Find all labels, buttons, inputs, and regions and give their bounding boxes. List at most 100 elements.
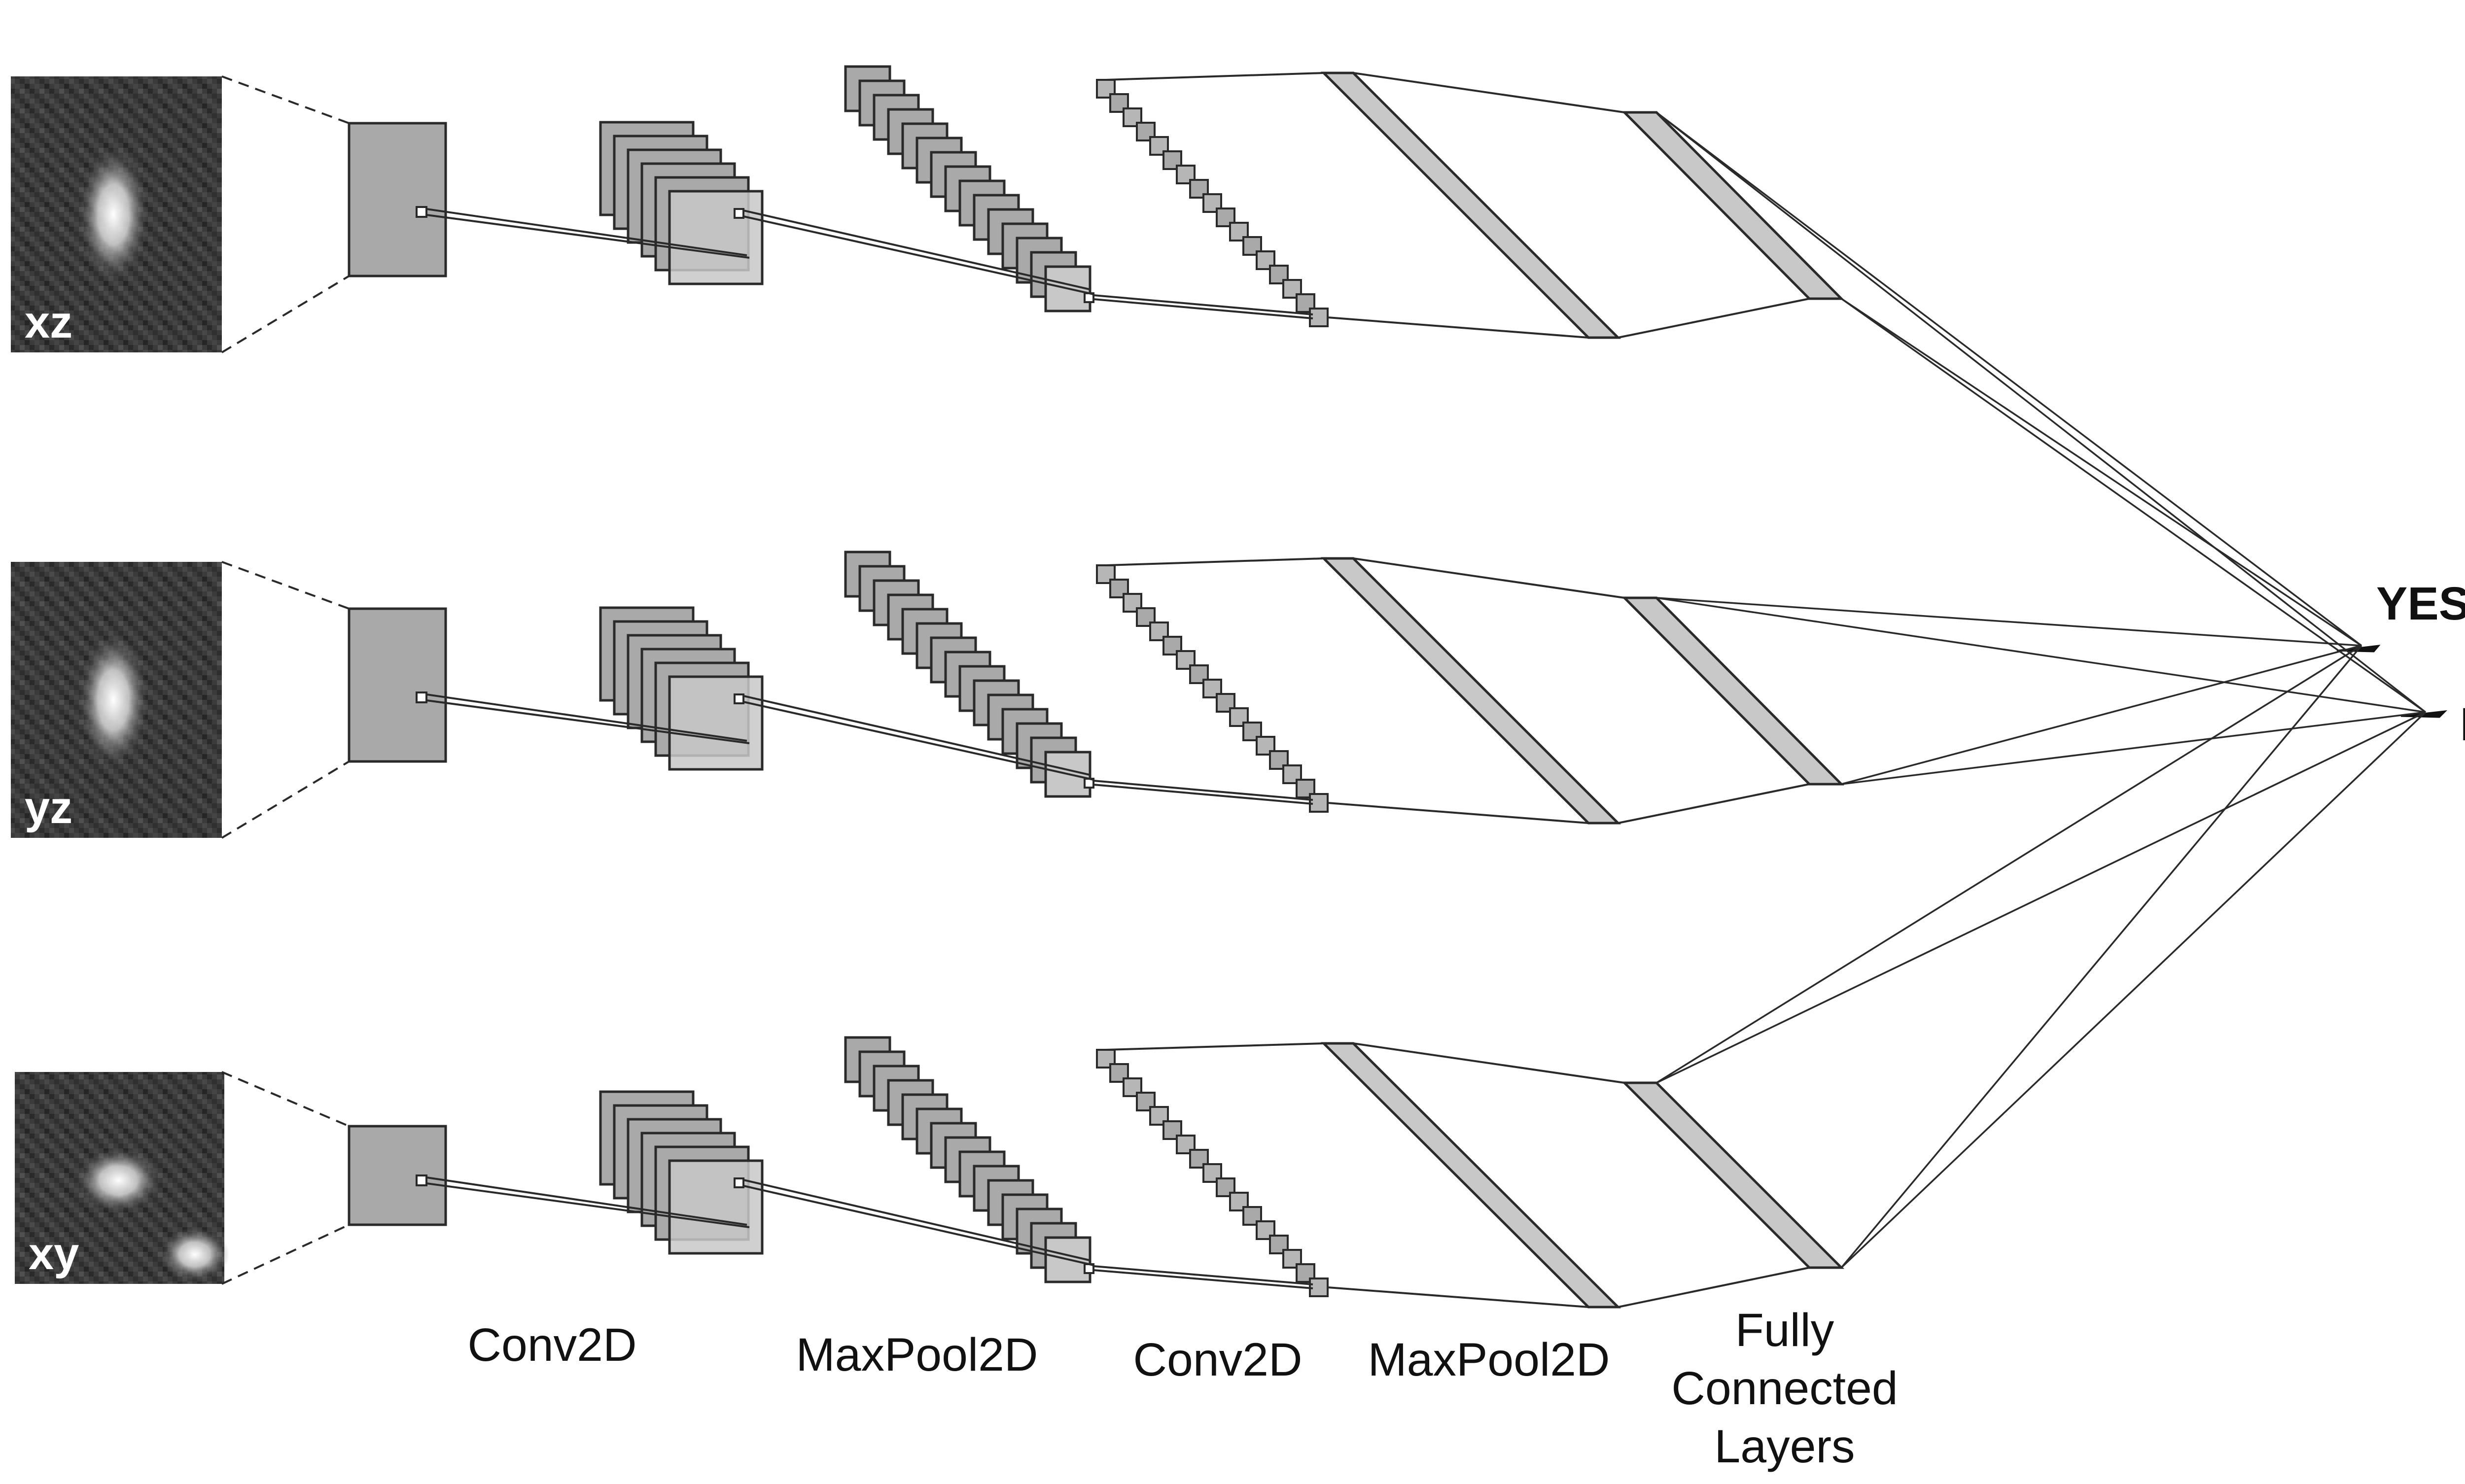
receptive-line [1093, 780, 1313, 801]
receptive-line [1093, 1269, 1313, 1289]
conv2-feature-map [1149, 1106, 1169, 1126]
receptive-line [426, 214, 750, 259]
plane-label-xz: xz [25, 297, 72, 347]
particle-blob [160, 1227, 229, 1281]
receptive-line [1093, 1265, 1313, 1285]
connection-line [1353, 1042, 1625, 1084]
conv2-feature-map [1162, 1120, 1182, 1140]
label-fc-line-2: Connected [1671, 1362, 1898, 1415]
conv1-feature-map [668, 675, 764, 771]
connection-line [1105, 1042, 1324, 1051]
conv2-feature-map [1229, 222, 1249, 242]
kernel-window [416, 1174, 427, 1186]
receptive-line [743, 695, 1090, 776]
label-maxpool2d-2: MaxPool2D [1368, 1334, 1610, 1386]
pool2-output [1320, 557, 1621, 825]
connection-line [1105, 557, 1324, 566]
pool2-output [1320, 71, 1621, 339]
conv1-kernel [734, 208, 744, 219]
receptive-line [426, 208, 747, 256]
conv2-feature-map [1176, 1135, 1196, 1154]
fc-to-output-line [1655, 111, 2362, 647]
conv2-feature-map [1256, 1220, 1275, 1240]
kernel-window [416, 691, 427, 703]
connection-line [1327, 316, 1589, 339]
conv1-feature-map [668, 1159, 764, 1255]
connection-line [1353, 72, 1625, 113]
connection-line [1618, 1267, 1810, 1308]
kernel-window [416, 206, 427, 218]
label-conv2d-2: Conv2D [1133, 1334, 1303, 1386]
receptive-line [1093, 298, 1313, 319]
receptive-line [426, 1182, 750, 1228]
conv2-feature-map [1242, 1206, 1262, 1226]
conv2-feature-map [1109, 579, 1129, 598]
connection-line [1105, 72, 1324, 81]
zoom-line-bottom [221, 275, 350, 353]
receptive-line [426, 699, 750, 744]
receptive-line [743, 215, 1094, 295]
conv2-feature-map [1269, 1235, 1289, 1254]
receptive-line [1093, 784, 1313, 805]
plane-label-xy: xy [29, 1229, 79, 1279]
fc-layer [1621, 596, 1845, 786]
fc-to-output-line [1656, 711, 2426, 1084]
label-fully-connected: Fully Connected Layers [1647, 1301, 1923, 1476]
label-fc-line-3: Layers [1714, 1420, 1855, 1473]
fc-to-output-line [1841, 645, 2362, 785]
fc-to-output-line [1656, 645, 2362, 1084]
conv2-feature-map [1109, 93, 1129, 113]
zoom-line-top [221, 561, 350, 610]
fc-layer [1621, 1081, 1845, 1269]
conv2-feature-map [1256, 250, 1275, 270]
particle-blob [79, 148, 148, 281]
input-feature-map [348, 1125, 447, 1226]
label-fc-line-1: Fully [1735, 1304, 1834, 1356]
zoom-line-top [221, 1071, 350, 1127]
receptive-line [743, 701, 1094, 781]
connection-line [1618, 783, 1810, 824]
fc-to-output-line [1655, 111, 2427, 713]
zoom-line-bottom [221, 760, 350, 839]
conv2-feature-map [1162, 636, 1182, 656]
connection-line [1327, 802, 1589, 824]
input-feature-map [348, 122, 447, 277]
branch-yz: yz [11, 551, 1845, 838]
conv2-feature-map [1229, 707, 1249, 727]
receptive-line [1093, 294, 1313, 315]
conv2-feature-map [1202, 679, 1222, 698]
fc-to-output-line [1656, 597, 2362, 647]
fc-to-output-line [1840, 298, 2427, 713]
branch-xz: xz [11, 65, 1845, 352]
pool2-output [1320, 1042, 1621, 1309]
output-no-label: NO [2460, 697, 2465, 752]
plane-label-yz: yz [25, 783, 72, 833]
connection-line [1327, 1286, 1589, 1308]
fc-layer [1621, 111, 1845, 300]
particle-blob [79, 633, 148, 766]
receptive-line [426, 1176, 747, 1226]
receptive-line [743, 209, 1090, 290]
output-yes-label: YES [2376, 578, 2465, 630]
receptive-line [426, 693, 747, 742]
connection-line [1353, 557, 1625, 599]
conv2-feature-map [1229, 1192, 1249, 1211]
conv2-feature-map [1256, 736, 1275, 756]
conv2-feature-map [1202, 1163, 1222, 1183]
input-feature-map [348, 607, 447, 763]
particle-blob [76, 1148, 160, 1212]
conv1-kernel [734, 693, 744, 704]
branch-xy: xy [15, 1036, 1845, 1309]
fc-to-output-line [1840, 711, 2427, 1269]
fc-to-output-line [1841, 711, 2426, 785]
fc-to-output-line [1656, 597, 2426, 713]
label-maxpool2d-1: MaxPool2D [796, 1329, 1038, 1381]
conv2-feature-map [1269, 265, 1289, 284]
zoom-line-top [221, 75, 350, 124]
fc-to-output-line [1840, 645, 2362, 1269]
conv1-kernel [734, 1177, 744, 1188]
conv1-feature-map [668, 190, 764, 285]
label-conv2d-1: Conv2D [467, 1319, 637, 1371]
receptive-line [743, 1185, 1094, 1266]
